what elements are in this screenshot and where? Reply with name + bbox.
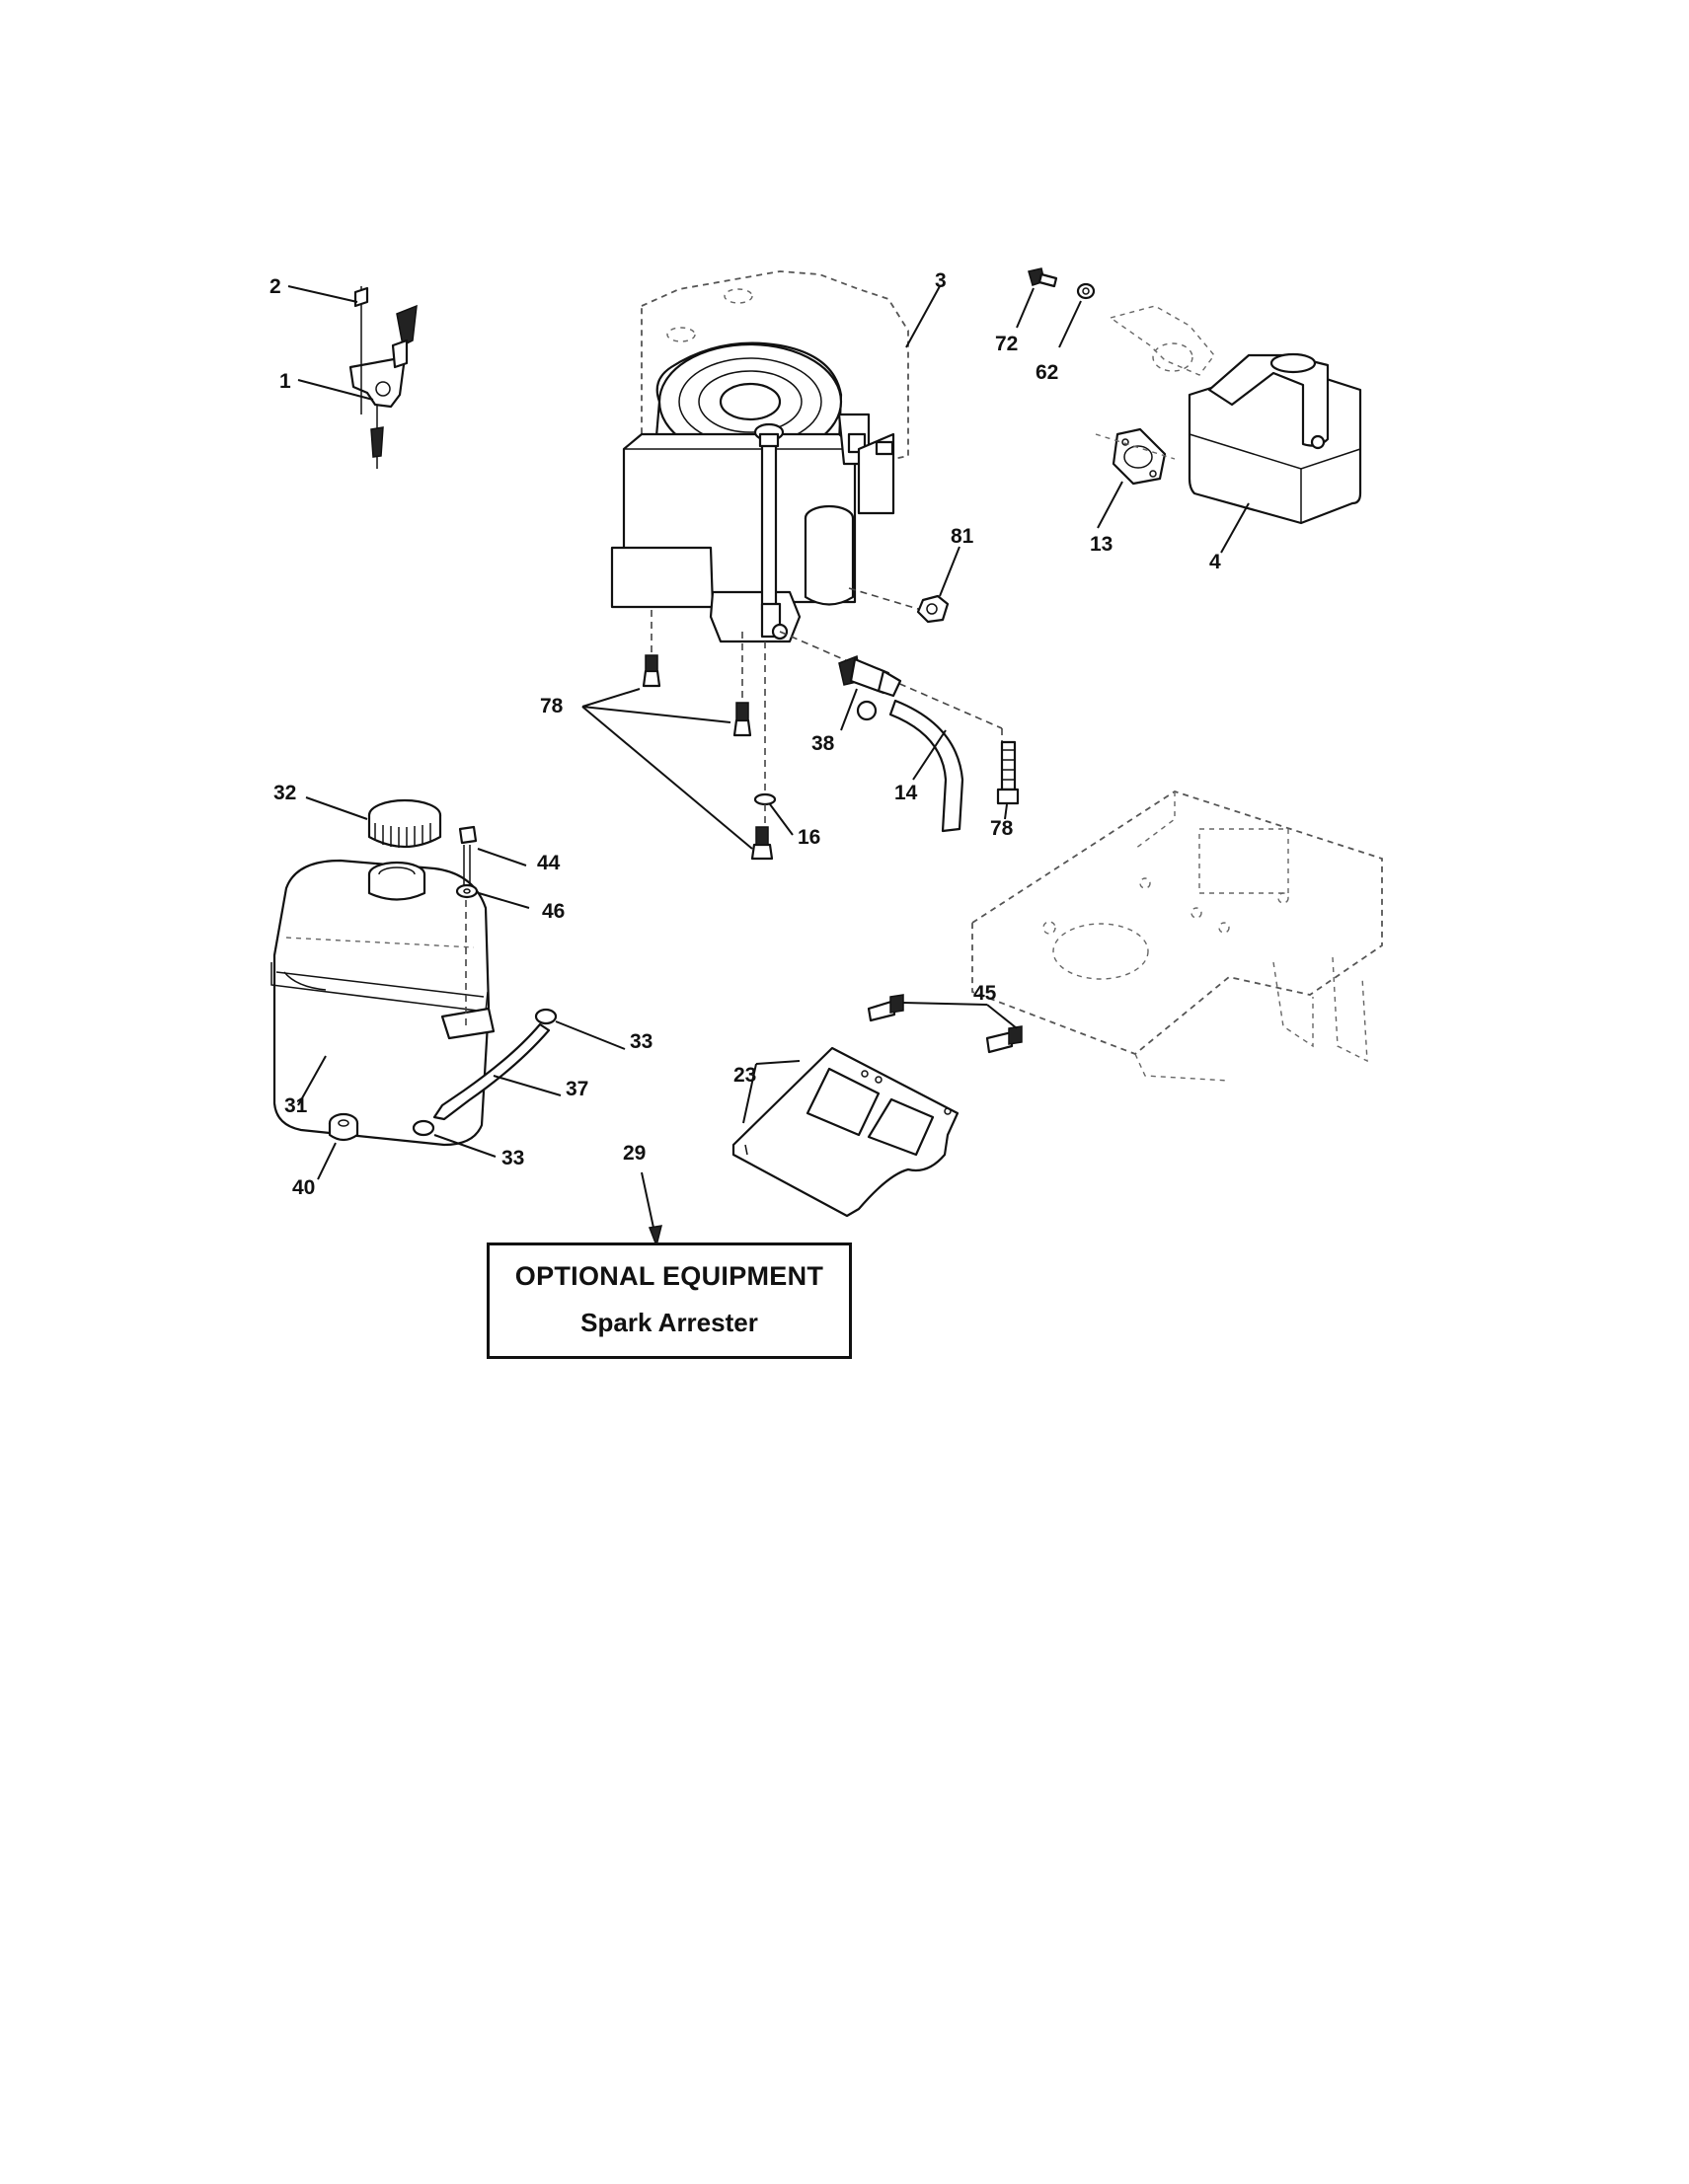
callout-29: 29 bbox=[623, 1142, 646, 1165]
callout-1: 1 bbox=[279, 370, 291, 393]
callout-72: 72 bbox=[995, 333, 1018, 355]
optional-equipment-box: OPTIONAL EQUIPMENT Spark Arrester bbox=[487, 1243, 852, 1359]
fuel-connector-38 bbox=[838, 654, 902, 721]
callout-78-left: 78 bbox=[540, 695, 564, 717]
hose-clamp-33-upper bbox=[534, 1008, 558, 1025]
heat-shield-23 bbox=[731, 1046, 960, 1218]
screw-45-upper bbox=[867, 994, 904, 1022]
callout-31: 31 bbox=[284, 1094, 308, 1117]
callout-78-right: 78 bbox=[990, 817, 1014, 840]
callout-3: 3 bbox=[935, 269, 947, 292]
callout-62: 62 bbox=[1036, 361, 1058, 384]
callout-32: 32 bbox=[273, 782, 296, 804]
bushing-40 bbox=[328, 1112, 359, 1142]
callout-14: 14 bbox=[894, 782, 918, 804]
callout-33-lower: 33 bbox=[501, 1147, 524, 1169]
chassis-frame-reference bbox=[971, 791, 1383, 1082]
fuel-hose-14 bbox=[888, 699, 964, 833]
fuel-cap-32 bbox=[367, 798, 442, 848]
callout-16: 16 bbox=[798, 826, 820, 849]
lockwasher-62 bbox=[1076, 282, 1096, 300]
callout-46: 46 bbox=[542, 900, 565, 923]
fuel-line-37 bbox=[432, 1022, 551, 1121]
gasket-13 bbox=[1095, 427, 1176, 486]
spark-arrester-label: Spark Arrester bbox=[580, 1308, 758, 1337]
screw-72 bbox=[1028, 267, 1058, 288]
hose-clamp-33-lower bbox=[412, 1119, 435, 1137]
engine-mount-bolts bbox=[642, 610, 777, 861]
callout-44: 44 bbox=[537, 852, 561, 874]
bolt-78-right bbox=[996, 740, 1020, 805]
screw-45-lower bbox=[985, 1025, 1023, 1054]
throttle-control-assembly bbox=[348, 286, 418, 469]
nut-81 bbox=[916, 594, 950, 624]
screw-44 bbox=[458, 825, 478, 1026]
callout-23: 23 bbox=[733, 1064, 756, 1087]
callout-45: 45 bbox=[973, 982, 997, 1005]
callout-81: 81 bbox=[951, 525, 974, 548]
optional-equipment-title: OPTIONAL EQUIPMENT bbox=[514, 1261, 824, 1291]
callout-40: 40 bbox=[292, 1176, 315, 1199]
callout-4: 4 bbox=[1209, 551, 1221, 573]
engine-assembly bbox=[610, 270, 1003, 742]
callout-13: 13 bbox=[1090, 533, 1113, 556]
muffler-assembly bbox=[1109, 305, 1362, 525]
fuel-tank-31 bbox=[270, 859, 496, 1147]
callout-38: 38 bbox=[811, 732, 835, 755]
callout-37: 37 bbox=[566, 1078, 588, 1100]
callout-33-upper: 33 bbox=[630, 1030, 653, 1053]
callout-2: 2 bbox=[269, 275, 281, 298]
washer-46 bbox=[455, 883, 479, 899]
